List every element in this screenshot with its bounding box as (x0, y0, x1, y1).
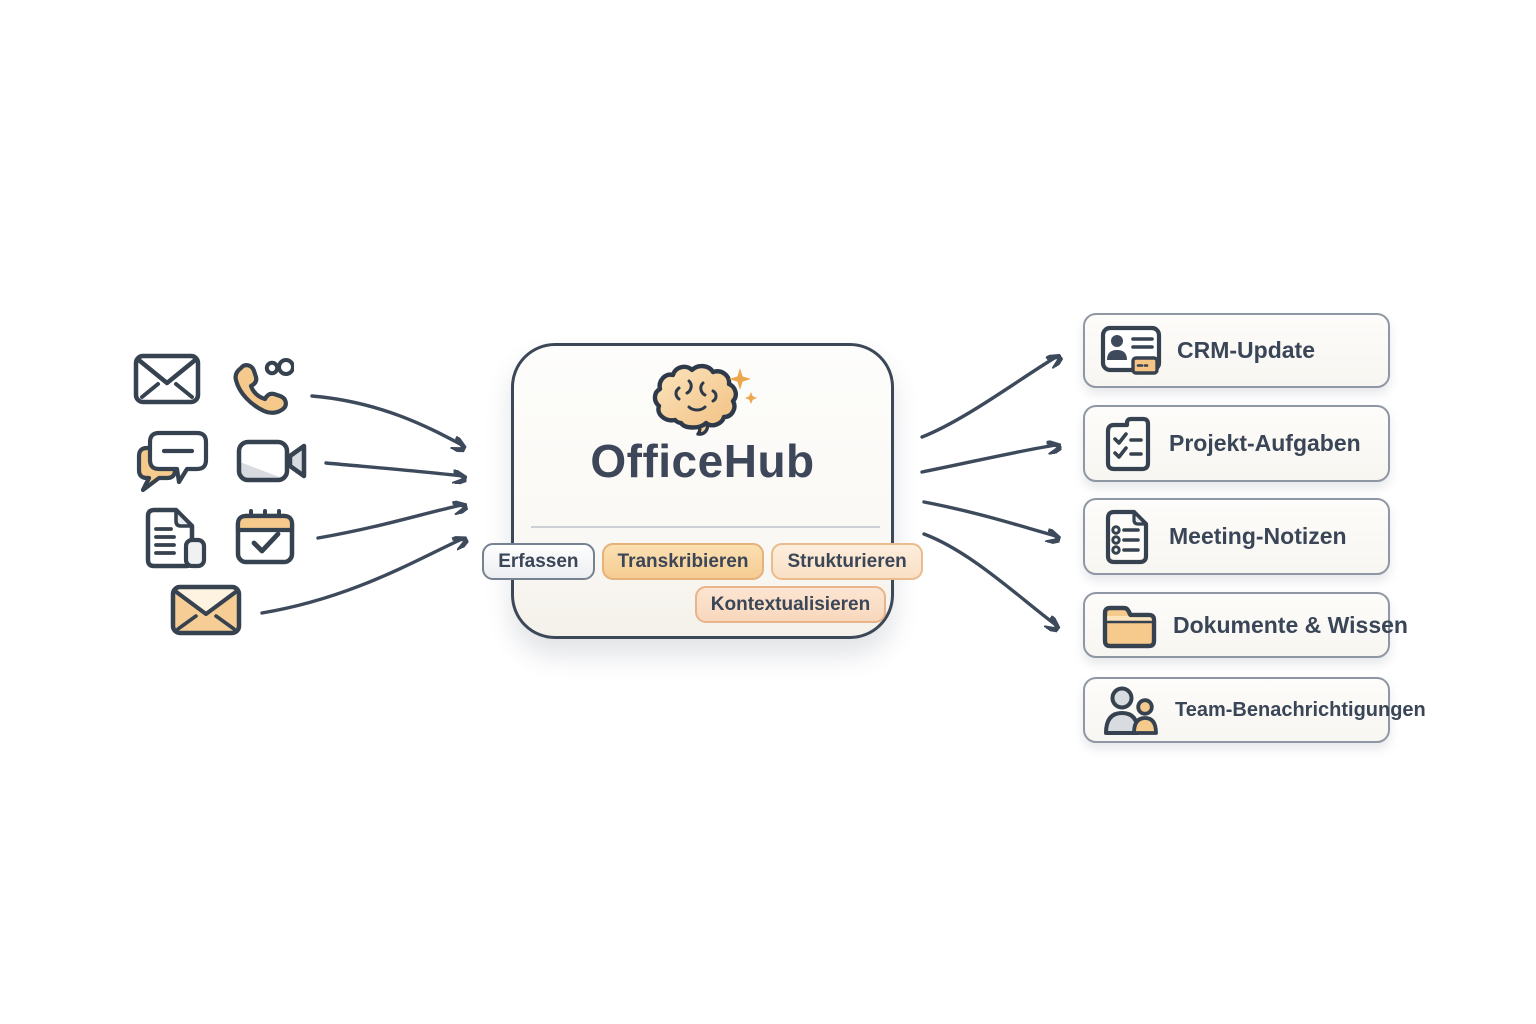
output-label: Meeting-Notizen (1169, 523, 1347, 549)
output-label: Projekt-Aufgaben (1169, 430, 1361, 456)
arrow-input-3 (316, 505, 462, 540)
brain-sparkles-icon (651, 363, 759, 437)
phone-call-icon (228, 353, 294, 417)
arrow-output-1 (920, 357, 1056, 439)
hub-card: OfficeHub Erfassen Transkribieren Strukt… (482, 343, 923, 639)
notes-list-icon (1100, 508, 1154, 566)
calendar-check-icon (234, 508, 296, 566)
tag-transkribieren: Transkribieren (601, 543, 765, 580)
hub-title: OfficeHub (590, 435, 815, 487)
hub-tags-row-2: Kontextualisieren (602, 586, 979, 623)
output-team-benachrichtigungen: Team-Benachrichtigungen (1083, 677, 1426, 743)
team-people-icon (1100, 684, 1160, 736)
output-label: Team-Benachrichtigungen (1175, 698, 1426, 721)
arrow-input-1 (310, 394, 462, 445)
tag-kontextualisieren: Kontextualisieren (694, 586, 887, 623)
arrow-input-2 (324, 461, 462, 476)
tag-strukturieren: Strukturieren (771, 543, 923, 580)
video-camera-icon (236, 436, 308, 486)
output-projekt-aufgaben: Projekt-Aufgaben (1083, 405, 1390, 482)
output-label: CRM-Update (1177, 337, 1315, 363)
document-attachment-icon (138, 506, 212, 572)
folder-icon (1100, 600, 1158, 650)
output-meeting-notizen: Meeting-Notizen (1083, 498, 1390, 575)
arrow-output-3 (922, 500, 1056, 536)
mail-orange-icon (170, 584, 242, 636)
contact-card-icon (1100, 325, 1162, 377)
arrow-output-2 (920, 445, 1056, 474)
hub-tags-row-1: Erfassen Transkribieren Strukturieren (482, 543, 923, 580)
hub-divider (531, 526, 880, 528)
output-crm-update: CRM-Update (1083, 313, 1390, 388)
mail-icon (133, 353, 201, 405)
output-dokumente-wissen: Dokumente & Wissen (1083, 592, 1408, 658)
tag-erfassen: Erfassen (482, 543, 595, 580)
chat-bubbles-icon (133, 428, 219, 496)
output-label: Dokumente & Wissen (1173, 611, 1408, 638)
task-checklist-icon (1100, 415, 1154, 473)
